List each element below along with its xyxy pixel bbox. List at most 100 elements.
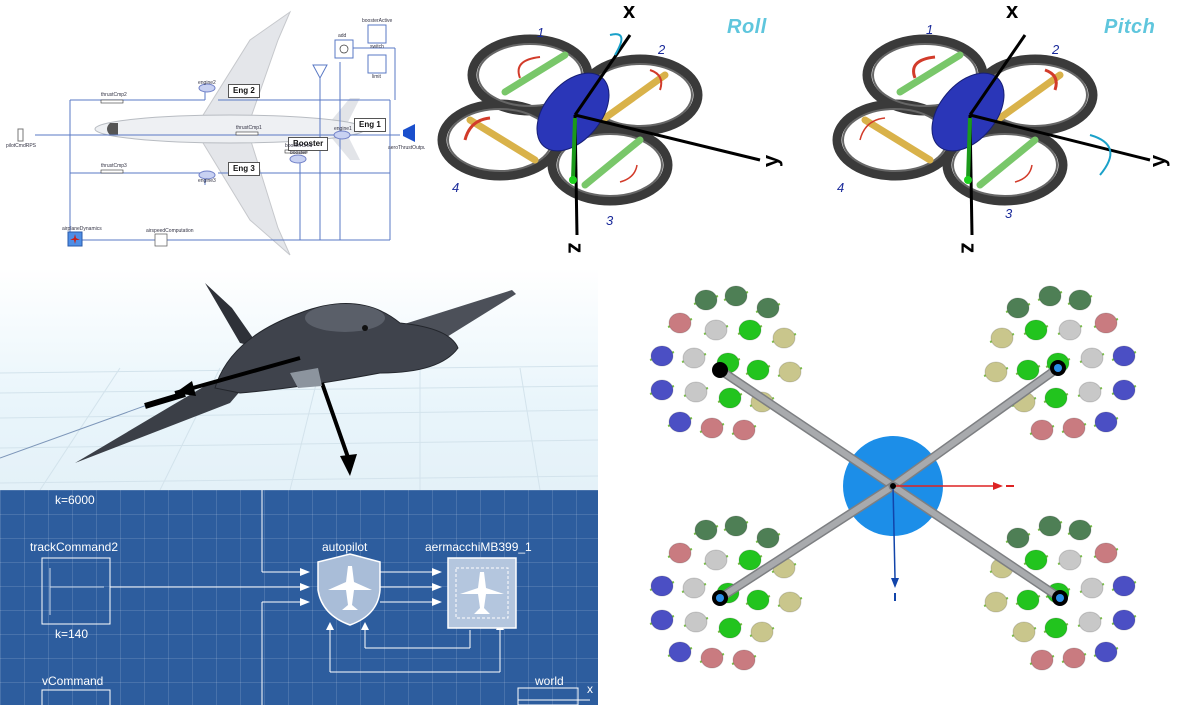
rotor-disc xyxy=(739,550,761,570)
rotor-disc xyxy=(669,543,691,563)
limit-block[interactable] xyxy=(368,55,386,73)
rotor-disc xyxy=(701,648,723,668)
rotor-disc xyxy=(747,360,769,380)
rotor-1-label: 1 xyxy=(537,25,544,40)
prop-2 xyxy=(1000,75,1060,118)
rotor-disc xyxy=(1113,610,1135,630)
prop-3 xyxy=(980,140,1035,185)
blueprint-wiring xyxy=(0,490,598,705)
source-block-bottom[interactable] xyxy=(101,170,123,173)
limit-label: limit xyxy=(372,74,381,80)
booster-small-label: booster xyxy=(290,150,307,156)
rotor-disc xyxy=(985,362,1007,382)
pitch-title: Pitch xyxy=(1104,16,1155,39)
rotor-disc xyxy=(651,576,673,596)
rotor-disc xyxy=(757,528,779,548)
airliner-diagram-panel: Eng 2 Eng 1 Eng 3 Booster pilotCmdRPS ae… xyxy=(0,0,425,268)
engine2-label: Eng 2 xyxy=(228,84,260,98)
booster-source-label: boosterCmd xyxy=(285,143,312,149)
v-command-label: vCommand xyxy=(42,674,103,688)
engine2-small-label: engine2 xyxy=(198,80,216,86)
rotor-3-label: 3 xyxy=(606,213,613,228)
green-axis-dot xyxy=(569,176,577,184)
jet-3d-drawing xyxy=(0,268,598,490)
rotor-disc xyxy=(985,592,1007,612)
tail-lower xyxy=(330,136,360,160)
rotor-disc xyxy=(651,346,673,366)
rotor-disc xyxy=(1017,360,1039,380)
rotor-disc xyxy=(1095,543,1117,563)
prop-4 xyxy=(470,120,535,160)
track-command-label: trackCommand2 xyxy=(30,540,118,554)
rotor-disc xyxy=(685,382,707,402)
source-block-top[interactable] xyxy=(101,100,123,103)
aircraft-label: aermacchiMB399_1 xyxy=(425,540,532,554)
rotor-disc xyxy=(1007,298,1029,318)
rotor-disc xyxy=(683,578,705,598)
rotor-disc xyxy=(1039,286,1061,306)
right-output-label: aeroThrustOutput xyxy=(388,145,425,151)
output-port-arrow[interactable] xyxy=(403,124,415,142)
source-bottom-label: thrustCmp3 xyxy=(101,163,127,169)
switch-label: switch xyxy=(370,44,384,50)
gain-block[interactable] xyxy=(313,65,327,78)
rotor-disc xyxy=(669,412,691,432)
engine1-label: Eng 1 xyxy=(354,118,386,132)
rotor-disc xyxy=(1081,348,1103,368)
world-block[interactable] xyxy=(518,688,578,705)
green-axis-line xyxy=(573,118,575,180)
jet-marker xyxy=(362,325,368,331)
rotor-disc xyxy=(695,520,717,540)
add-block[interactable] xyxy=(335,40,353,58)
switch-block[interactable] xyxy=(368,25,386,43)
z-axis-label: z xyxy=(956,243,982,254)
pitch-moment-arrow xyxy=(1090,135,1110,175)
arm-tip-light xyxy=(1056,594,1064,602)
rotor-disc xyxy=(705,320,727,340)
rotor-disc xyxy=(719,618,741,638)
y-axis-label: y xyxy=(758,155,784,167)
rotor-disc xyxy=(1031,650,1053,670)
rotor-disc xyxy=(747,590,769,610)
arm-tip-light xyxy=(1054,364,1062,372)
airspeed-block[interactable] xyxy=(155,234,167,246)
green-axis-dot xyxy=(964,176,972,184)
airspeed-block-label: airspeedComputation xyxy=(146,228,194,234)
rotor-disc xyxy=(1013,622,1035,642)
rotor-disc xyxy=(1025,320,1047,340)
rotor-disc xyxy=(739,320,761,340)
rotor-disc xyxy=(701,418,723,438)
source-block-center[interactable] xyxy=(236,132,258,135)
source-top-label: thrustCmp2 xyxy=(101,92,127,98)
left-input-port[interactable] xyxy=(18,129,23,141)
prop-4 xyxy=(865,120,930,160)
v-command-block[interactable] xyxy=(42,690,110,705)
rotor-disc xyxy=(651,380,673,400)
jet-canopy xyxy=(305,304,385,332)
roll-title: Roll xyxy=(727,16,767,39)
booster-shape[interactable] xyxy=(290,155,306,163)
rotor-disc xyxy=(695,290,717,310)
engine1-shape[interactable] xyxy=(334,131,350,139)
rotor-disc xyxy=(685,612,707,632)
rotor-disc xyxy=(991,328,1013,348)
rotor-disc xyxy=(1095,642,1117,662)
quad-arm xyxy=(720,486,893,598)
weight-arrow xyxy=(322,383,350,463)
rotor-disc xyxy=(1113,346,1135,366)
rotor-disc xyxy=(1113,380,1135,400)
rotor-disc xyxy=(651,610,673,630)
quad-roll-panel: Roll 1 2 3 4 x y z xyxy=(425,0,800,268)
track-command-block[interactable] xyxy=(42,558,110,624)
world-axis-label: x xyxy=(587,682,593,696)
rotor-disc xyxy=(751,622,773,642)
source-center-label: thrustCmp1 xyxy=(236,125,262,131)
rotor-2-label: 2 xyxy=(1052,42,1059,57)
rotor-disc xyxy=(1063,648,1085,668)
rotor-disc xyxy=(1069,520,1091,540)
rotor-disc xyxy=(669,642,691,662)
rotor-disc xyxy=(733,420,755,440)
k-top-label: k=6000 xyxy=(55,493,95,507)
engine3-small-label: engine3 xyxy=(198,178,216,184)
rotor-disc xyxy=(1069,290,1091,310)
